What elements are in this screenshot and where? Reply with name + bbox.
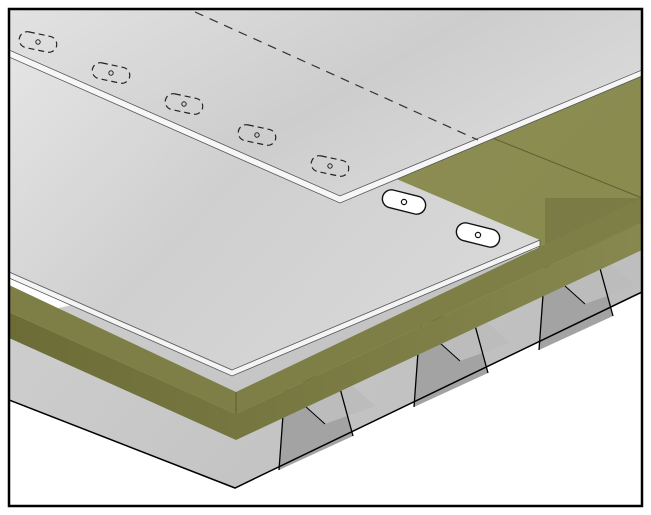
exposed-fastener-plate — [455, 222, 501, 248]
insulation-top-band — [9, 198, 642, 414]
diagram-frame — [7, 7, 644, 508]
plate-outline-dashed — [310, 155, 350, 177]
screw-hole — [327, 163, 333, 169]
insulation-front-face — [9, 222, 642, 440]
hidden-fastener-plate — [91, 62, 131, 84]
screw-hole — [181, 101, 187, 107]
upper-sheet-surface — [9, 9, 642, 196]
hidden-fastener-plate — [18, 31, 58, 53]
upper-membrane-sheet — [9, 9, 642, 204]
upper-sheet-edge — [9, 49, 642, 204]
screw-hole — [108, 70, 114, 76]
exposed-fastener-plates — [381, 189, 501, 248]
plate-outline-dashed — [237, 124, 277, 146]
hidden-fastener-plate — [164, 93, 204, 115]
plate-outline-dashed — [18, 31, 58, 53]
insulation-back-seam — [489, 136, 642, 199]
plate-outline-dashed — [164, 93, 204, 115]
deck-bottom-edge — [9, 291, 642, 489]
exposed-fastener-plate — [381, 189, 427, 215]
overlap-dashed-line — [194, 11, 479, 141]
hidden-fastener-plate — [237, 124, 277, 146]
screw-head — [474, 231, 482, 239]
screw-hole — [35, 39, 41, 45]
lower-sheet-edge-line — [9, 271, 233, 371]
plate-outline-dashed — [91, 62, 131, 84]
hidden-fastener-plate — [310, 155, 350, 177]
hidden-fastener-plates — [18, 31, 350, 177]
screw-head — [400, 198, 408, 206]
screw-hole — [254, 132, 260, 138]
